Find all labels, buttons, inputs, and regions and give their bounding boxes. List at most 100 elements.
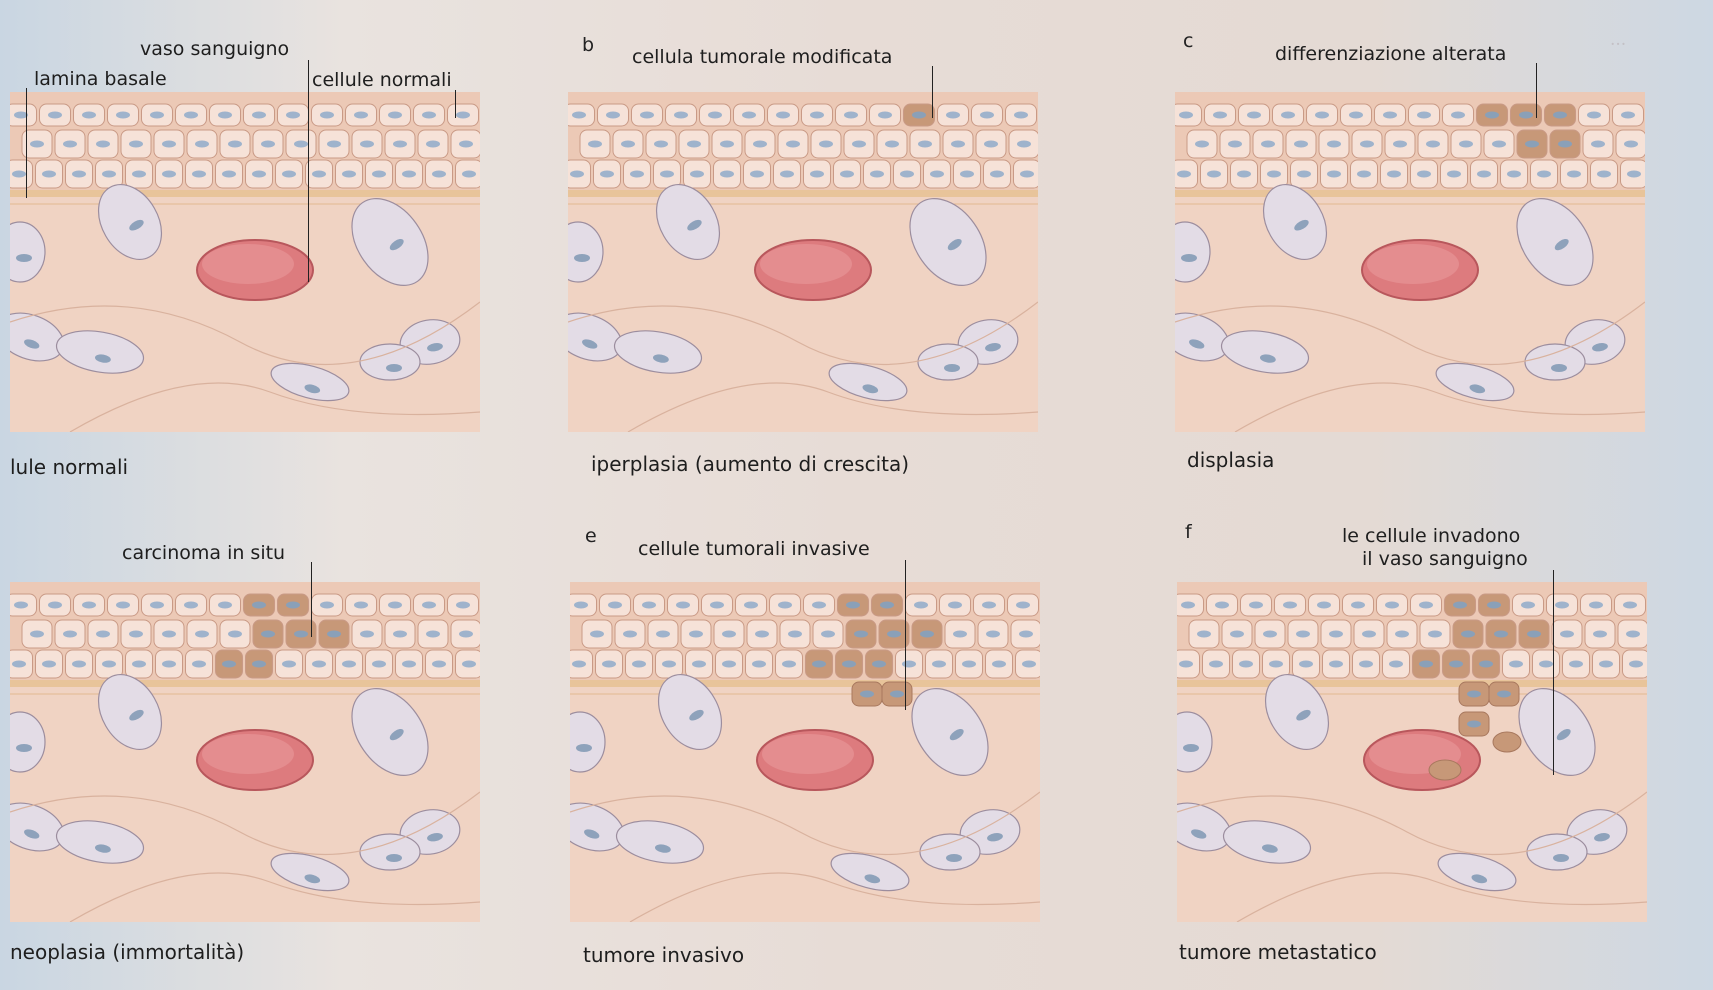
- cell-nucleus: [282, 171, 296, 178]
- cell-nucleus: [252, 661, 266, 668]
- cell-nucleus: [1299, 661, 1313, 668]
- cell-nucleus: [1327, 141, 1341, 148]
- label-blood-vessel-2: il vaso sanguigno: [1362, 548, 1528, 570]
- cell-nucleus: [1195, 141, 1209, 148]
- cell-nucleus: [320, 602, 334, 609]
- label-invasive-tumor-cells: cellule tumorali invasive: [638, 538, 870, 560]
- cell-nucleus: [82, 602, 96, 609]
- fibroblast-nucleus: [944, 364, 960, 372]
- cell-nucleus: [912, 112, 926, 119]
- cell-nucleus: [854, 631, 868, 638]
- cell-nucleus: [1599, 661, 1613, 668]
- cell-nucleus: [1209, 661, 1223, 668]
- panel-dysplasia: [1175, 92, 1645, 432]
- leader-modified-tumor-cell: [932, 66, 933, 118]
- cell-nucleus: [1497, 691, 1511, 698]
- fibroblast-nucleus: [574, 254, 590, 262]
- cell-nucleus: [1283, 602, 1297, 609]
- cell-nucleus: [776, 112, 790, 119]
- fibroblast-nucleus: [16, 744, 32, 752]
- cell-nucleus: [96, 141, 110, 148]
- cell-nucleus: [426, 141, 440, 148]
- cell-nucleus: [782, 661, 796, 668]
- fibroblast-cell: [1527, 834, 1587, 870]
- cell-nucleus: [388, 112, 402, 119]
- cell-nucleus: [228, 631, 242, 638]
- cell-nucleus: [1479, 661, 1493, 668]
- cell-nucleus: [1362, 631, 1376, 638]
- cell-nucleus: [1453, 602, 1467, 609]
- cell-nucleus: [930, 171, 944, 178]
- fibroblast-nucleus: [1183, 744, 1199, 752]
- cell-nucleus: [360, 631, 374, 638]
- cell-nucleus: [1014, 112, 1028, 119]
- cell-nucleus: [1621, 112, 1635, 119]
- cell-nucleus: [750, 171, 764, 178]
- cell-nucleus: [12, 171, 26, 178]
- cell-nucleus: [1627, 171, 1641, 178]
- cell-nucleus: [393, 631, 407, 638]
- leader-cells-invade: [1553, 570, 1554, 775]
- cell-nucleus: [456, 112, 470, 119]
- cell-nucleus: [1597, 171, 1611, 178]
- cell-nucleus: [755, 631, 769, 638]
- cell-nucleus: [878, 112, 892, 119]
- cell-nucleus: [1553, 112, 1567, 119]
- cell-nucleus: [778, 602, 792, 609]
- cell-nucleus: [162, 661, 176, 668]
- cell-nucleus: [920, 631, 934, 638]
- basal-lamina: [10, 190, 480, 197]
- label-cells-invade: le cellule invadono: [1342, 525, 1520, 547]
- cell-nucleus: [1487, 602, 1501, 609]
- cell-nucleus: [1426, 141, 1440, 148]
- cell-nucleus: [459, 631, 473, 638]
- cell-nucleus: [900, 171, 914, 178]
- cell-nucleus: [150, 112, 164, 119]
- cell-nucleus: [1494, 631, 1508, 638]
- cell-nucleus: [842, 661, 856, 668]
- cell-nucleus: [1558, 141, 1572, 148]
- cell-nucleus: [1215, 602, 1229, 609]
- leader-normal-cells: [455, 90, 456, 118]
- cell-nucleus: [1269, 661, 1283, 668]
- fibroblast-nucleus: [386, 854, 402, 862]
- cell-nucleus: [48, 112, 62, 119]
- cell-nucleus: [261, 631, 275, 638]
- cell-nucleus: [1197, 631, 1211, 638]
- fibroblast-nucleus: [386, 364, 402, 372]
- cell-nucleus: [630, 171, 644, 178]
- cell-nucleus: [1560, 631, 1574, 638]
- cell-nucleus: [1492, 141, 1506, 148]
- cell-nucleus: [720, 171, 734, 178]
- cell-nucleus: [1417, 112, 1431, 119]
- cell-nucleus: [1351, 602, 1365, 609]
- cell-nucleus: [218, 112, 232, 119]
- cell-nucleus: [462, 661, 476, 668]
- cell-nucleus: [1294, 141, 1308, 148]
- cell-nucleus: [1477, 171, 1491, 178]
- fibroblast-cell: [360, 344, 420, 380]
- cell-nucleus: [1016, 602, 1030, 609]
- cell-nucleus: [1387, 171, 1401, 178]
- blood-vessel-lumen: [202, 244, 294, 284]
- cell-nucleus: [82, 112, 96, 119]
- cell-nucleus: [1017, 141, 1031, 148]
- cell-nucleus: [870, 171, 884, 178]
- cell-nucleus: [918, 141, 932, 148]
- cell-nucleus: [48, 602, 62, 609]
- cell-nucleus: [63, 141, 77, 148]
- cell-nucleus: [388, 602, 402, 609]
- cell-nucleus: [953, 631, 967, 638]
- cell-nucleus: [312, 661, 326, 668]
- cell-nucleus: [360, 141, 374, 148]
- cell-nucleus: [982, 602, 996, 609]
- cell-nucleus: [354, 112, 368, 119]
- cell-nucleus: [880, 602, 894, 609]
- cell-nucleus: [1589, 602, 1603, 609]
- cell-nucleus: [1213, 112, 1227, 119]
- leader-blood-vessel: [308, 60, 309, 282]
- cell-nucleus: [372, 171, 386, 178]
- cell-nucleus: [1567, 171, 1581, 178]
- cell-nucleus: [1461, 631, 1475, 638]
- cell-nucleus: [960, 171, 974, 178]
